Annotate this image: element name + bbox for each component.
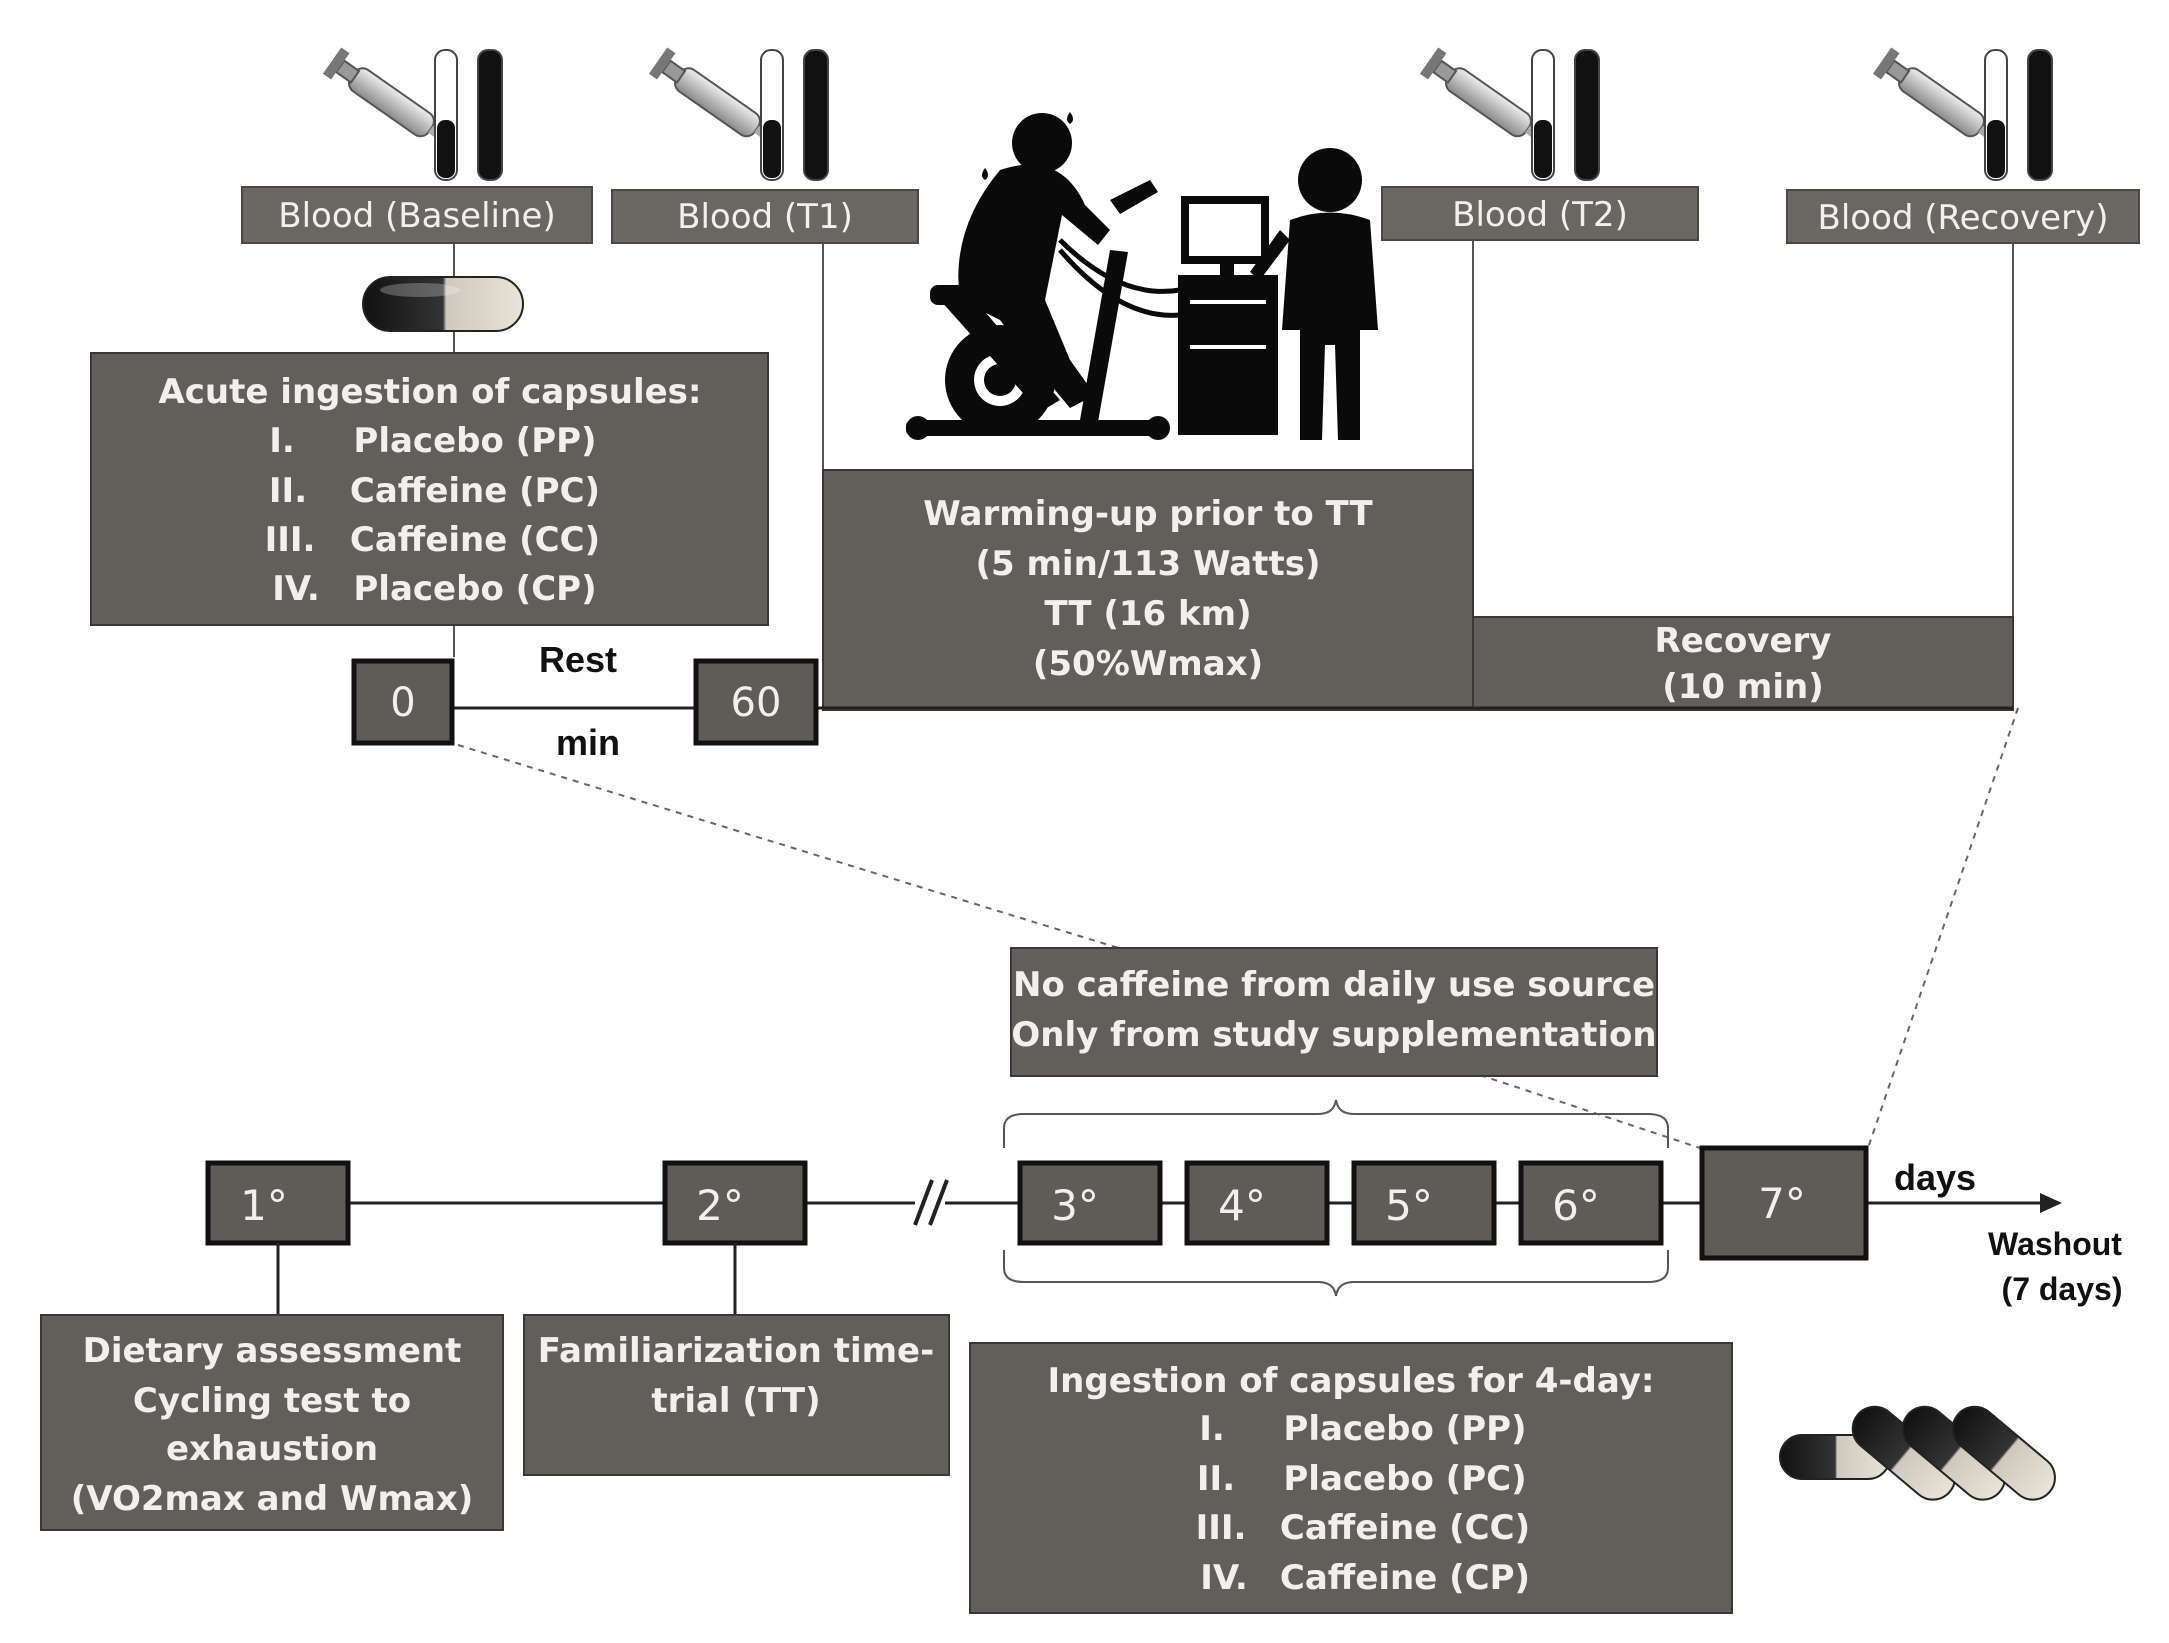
day-5-box: 5° [1351,1160,1497,1246]
svg-text:Placebo (PP): Placebo (PP) [353,421,596,461]
svg-text:5°: 5° [1385,1181,1433,1230]
svg-text:3°: 3° [1051,1181,1099,1230]
svg-text:Cycling test to: Cycling test to [133,1381,411,1421]
blood-recovery-tag: Blood (Recovery) [1786,189,2140,244]
svg-text:I.: I. [269,421,295,461]
svg-text:4°: 4° [1218,1181,1266,1230]
svg-text:Familiarization time-: Familiarization time- [538,1331,934,1371]
svg-text:Caffeine (CC): Caffeine (CC) [350,520,600,560]
ingestion-4day-box: Ingestion of capsules for 4-day: I. Plac… [969,1342,1733,1614]
svg-text:I.: I. [1199,1409,1225,1449]
day-7-box: 7° [1699,1145,1869,1261]
blood-baseline-tag: Blood (Baseline) [241,186,593,244]
svg-text:II.: II. [269,471,307,511]
svg-text:Placebo (PP): Placebo (PP) [1283,1409,1526,1449]
rest-label: Rest [539,639,617,680]
svg-text:Blood (Recovery): Blood (Recovery) [1818,198,2109,238]
upper-brace [1003,1099,1669,1148]
day-1-box: 1° [205,1160,351,1246]
capsule-icon [362,276,524,332]
svg-text:II.: II. [1197,1459,1235,1499]
svg-text:Warming-up prior to TT: Warming-up prior to TT [923,494,1373,534]
blood-t1-tag: Blood (T1) [611,189,919,244]
svg-text:(5 min/113 Watts): (5 min/113 Watts) [975,544,1320,584]
svg-text:IV.: IV. [1200,1558,1248,1598]
day-2-box: 2° [662,1160,808,1246]
syringe-tube-icon [1871,46,2053,181]
day-4-box: 4° [1184,1160,1330,1246]
svg-text:trial (TT): trial (TT) [651,1381,820,1421]
svg-text:Dietary assessment: Dietary assessment [83,1331,462,1371]
days-label: days [1894,1157,1976,1198]
svg-text:60: 60 [731,680,782,726]
syringe-tube-icon [1418,46,1600,181]
cyclist-ergometer-icon [906,112,1378,440]
capsules-stack-icon [1779,1405,2056,1501]
zoom-dashed-line [1479,1074,1701,1149]
break-mark [928,1179,949,1226]
svg-text:No caffeine from daily use sou: No caffeine from daily use source [1013,965,1655,1005]
day-6-box: 6° [1518,1160,1664,1246]
syringe-tube-icon [321,46,503,181]
warmup-tt-box: Warming-up prior to TT (5 min/113 Watts)… [822,469,1474,711]
svg-text:2°: 2° [696,1181,744,1230]
svg-text:Caffeine (PC): Caffeine (PC) [350,471,600,511]
syringe-tube-icon [647,46,829,181]
svg-text:exhaustion: exhaustion [166,1429,378,1469]
svg-text:0: 0 [390,680,415,726]
day-3-box: 3° [1017,1160,1163,1246]
break-mark [913,1179,934,1226]
lower-brace [1003,1250,1669,1297]
svg-text:1°: 1° [240,1181,288,1230]
svg-text:Acute ingestion of capsules:: Acute ingestion of capsules: [158,372,701,412]
svg-text:Placebo (PC): Placebo (PC) [1283,1459,1526,1499]
svg-text:(10 min): (10 min) [1662,667,1824,707]
min-label: min [556,722,620,763]
svg-text:6°: 6° [1552,1181,1600,1230]
svg-text:Placebo (CP): Placebo (CP) [353,569,596,609]
zoom-dashed-line [1867,707,2019,1149]
svg-text:TT (16 km): TT (16 km) [1044,594,1251,634]
dietary-assessment-box: Dietary assessment Cycling test to exhau… [40,1314,504,1531]
svg-text:Blood (T2): Blood (T2) [1452,195,1628,235]
washout-duration-label: (7 days) [2002,1271,2123,1307]
svg-text:Recovery: Recovery [1655,621,1832,661]
svg-text:Caffeine (CP): Caffeine (CP) [1280,1558,1530,1598]
time-marker-0: 0 [351,658,455,746]
no-caffeine-box: No caffeine from daily use source Only f… [1010,947,1658,1077]
svg-text:III.: III. [265,520,316,560]
svg-text:Blood (T1): Blood (T1) [677,197,853,237]
time-marker-60: 60 [693,658,819,746]
svg-text:IV.: IV. [272,569,320,609]
svg-text:7°: 7° [1758,1179,1806,1228]
recovery-box: Recovery (10 min) [1472,616,2014,711]
svg-text:Caffeine (CC): Caffeine (CC) [1280,1508,1530,1548]
svg-text:III.: III. [1196,1508,1247,1548]
washout-label: Washout [1988,1226,2122,1262]
blood-t2-tag: Blood (T2) [1381,186,1699,241]
zoom-dashed-line [457,744,1126,951]
svg-text:Only from study supplementatio: Only from study supplementation [1011,1015,1656,1055]
svg-text:Ingestion of capsules for 4-da: Ingestion of capsules for 4-day: [1048,1361,1655,1401]
svg-text:Blood (Baseline): Blood (Baseline) [278,196,555,236]
timeline-arrowhead [2040,1193,2062,1213]
svg-text:(VO2max and Wmax): (VO2max and Wmax) [71,1479,474,1519]
familiarization-box: Familiarization time- trial (TT) [523,1314,950,1476]
acute-ingestion-box: Acute ingestion of capsules: I. Placebo … [90,352,769,626]
svg-text:(50%Wmax): (50%Wmax) [1033,644,1263,684]
